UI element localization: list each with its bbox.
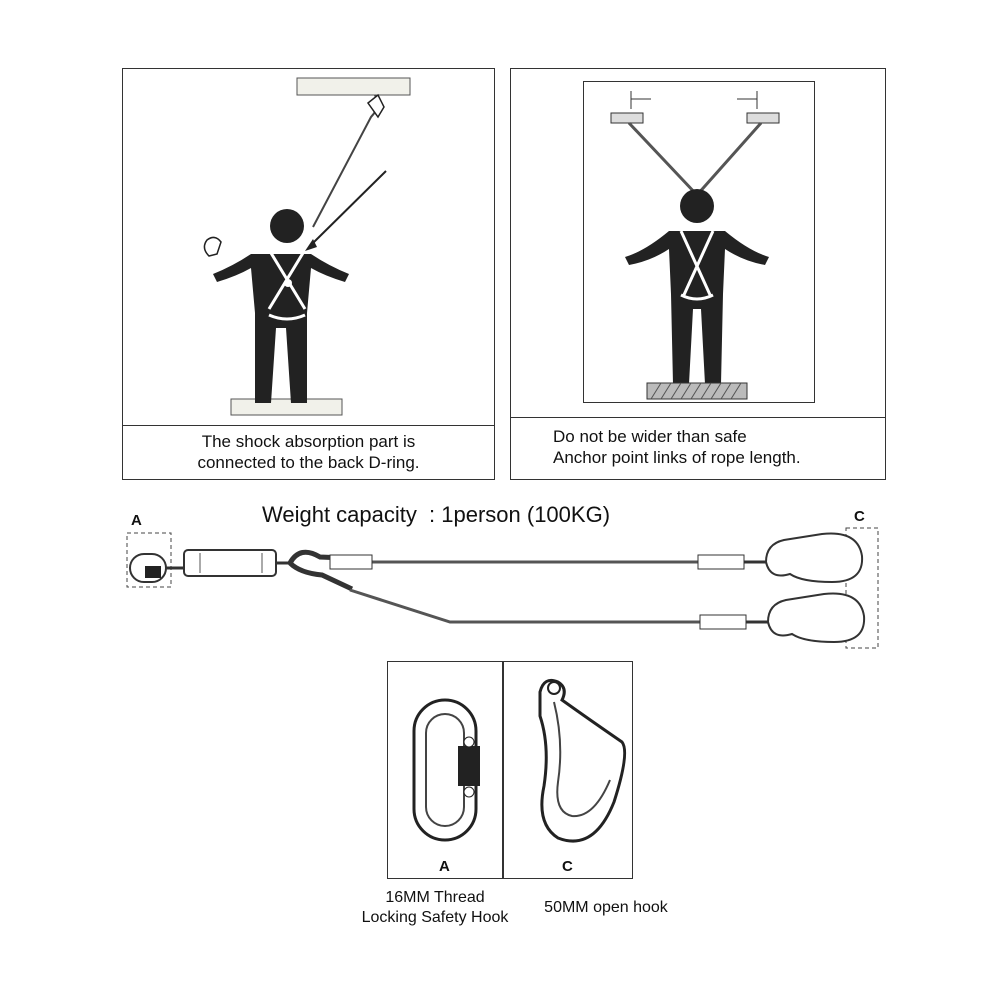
weight-label: Weight capacity [262,502,417,527]
open-hook-drawing [538,678,627,843]
upper-c-hook [764,532,864,584]
worker-back-dring-illustration [203,77,411,416]
hook-a-panel: A [387,661,503,879]
floor-platform [646,382,748,400]
hook-c-caption: 50MM open hook [526,898,686,918]
hook-a-letter: A [439,858,450,875]
right-anchor-block [746,112,780,124]
end-a-label: A [131,512,142,529]
illustration-frame [583,81,815,403]
left-anchor-block [610,112,644,124]
hook-c-letter: C [562,858,573,875]
shock-absorber-illustration-panel: The shock absorption part is connected t… [122,68,495,480]
caption-line: The shock absorption part is [201,432,416,451]
worker-figure [625,189,769,384]
end-a-dashed-box [126,532,172,588]
caption-line: connected to the back D-ring. [197,453,420,472]
lower-rope [349,588,700,624]
weight-capacity-label: Weight capacity : 1person (100KG) [262,502,610,528]
anchor-width-illustration-panel: Do not be wider than safe Anchor point l… [510,68,886,480]
end-c-label: C [854,508,865,525]
end-c-dashed-box [845,527,879,649]
caption-line: 16MM Thread [385,889,485,906]
worker-figure [213,209,349,403]
ceiling-anchor-beam [296,77,411,96]
anchor-width-caption: Do not be wider than safe Anchor point l… [511,417,885,479]
caption-line: Locking Safety Hook [361,909,509,926]
caption-line: Do not be wider than safe [553,427,747,446]
lower-c-hook [766,592,866,644]
caption-line: Anchor point links of rope length. [553,448,801,467]
rope-splice [287,549,371,592]
shock-absorption-caption: The shock absorption part is connected t… [123,425,494,479]
worker-two-anchor-illustration [610,91,780,400]
thread-locking-hook-drawing [412,698,480,842]
hook-a-caption: 16MM Thread Locking Safety Hook [345,888,525,928]
locking-sleeve [458,746,480,786]
caption-line: 50MM open hook [544,899,668,916]
hook-c-panel: C [503,661,633,879]
weight-value: : 1person (100KG) [429,502,611,527]
